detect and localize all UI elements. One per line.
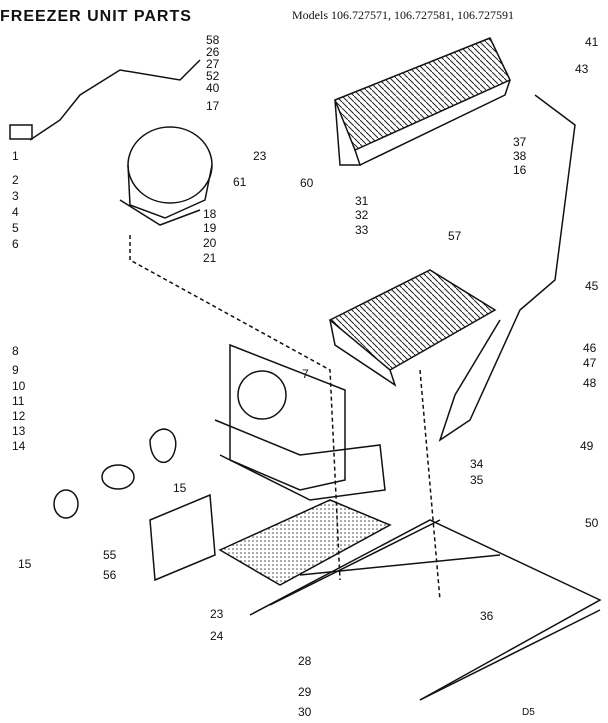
callout-1: 1 xyxy=(12,149,19,163)
compressor xyxy=(119,126,213,226)
callout-23: 23 xyxy=(253,149,267,163)
callout-17: 17 xyxy=(206,99,220,113)
diagram-code: D5 xyxy=(522,707,535,718)
callout-55: 55 xyxy=(103,548,117,562)
callout-60: 60 xyxy=(300,176,314,190)
callout-14: 14 xyxy=(12,439,26,453)
callout-9: 9 xyxy=(12,363,19,377)
callout-46: 46 xyxy=(583,341,597,355)
callout-61: 61 xyxy=(233,175,247,189)
callout-31: 31 xyxy=(355,194,369,208)
callout-33: 33 xyxy=(355,223,369,237)
callout-26: 26 xyxy=(206,45,220,59)
callout-47: 47 xyxy=(583,356,597,370)
callout-57: 57 xyxy=(448,229,462,243)
cord-plug xyxy=(9,124,33,140)
callout-4: 4 xyxy=(12,205,19,219)
callout-15: 15 xyxy=(18,557,32,571)
callout-43: 43 xyxy=(575,62,589,76)
callout-23: 23 xyxy=(210,607,224,621)
callout-3: 3 xyxy=(12,189,19,203)
drain-pan xyxy=(218,499,392,586)
callout-20: 20 xyxy=(203,236,217,250)
callout-52: 52 xyxy=(206,69,220,83)
callout-58: 58 xyxy=(206,33,220,47)
model-numbers: Models 106.727571, 106.727581, 106.72759… xyxy=(292,8,514,22)
callout-56: 56 xyxy=(103,568,117,582)
callout-12: 12 xyxy=(12,409,26,423)
callout-49: 49 xyxy=(580,439,594,453)
callout-7: 7 xyxy=(302,367,309,381)
callout-18: 18 xyxy=(203,207,217,221)
leader-6 xyxy=(129,235,341,581)
capillary-tube xyxy=(438,94,576,442)
condenser-coil xyxy=(334,37,512,166)
fan-motor xyxy=(53,428,177,519)
callout-5: 5 xyxy=(12,221,19,235)
callout-37: 37 xyxy=(513,135,527,149)
callout-48: 48 xyxy=(583,376,597,390)
callout-32: 32 xyxy=(355,208,369,222)
callout-8: 8 xyxy=(12,344,19,358)
callout-27: 27 xyxy=(206,57,220,71)
callout-21: 21 xyxy=(203,251,217,265)
callout-34: 34 xyxy=(470,457,484,471)
callout-6: 6 xyxy=(12,237,19,251)
callout-38: 38 xyxy=(513,149,527,163)
callout-45: 45 xyxy=(585,279,599,293)
callout-50: 50 xyxy=(585,516,599,530)
callout-15: 15 xyxy=(173,481,187,495)
evaporator-coil xyxy=(328,269,497,387)
callout-2: 2 xyxy=(12,173,19,187)
callout-16: 16 xyxy=(513,163,527,177)
access-panel xyxy=(149,493,216,582)
callout-24: 24 xyxy=(210,629,224,643)
callout-30: 30 xyxy=(298,705,312,719)
callout-28: 28 xyxy=(298,654,312,668)
callout-11: 11 xyxy=(12,394,25,408)
callout-29: 29 xyxy=(298,685,312,699)
callout-19: 19 xyxy=(203,221,217,235)
callout-41: 41 xyxy=(585,35,599,49)
power-cord xyxy=(29,59,201,141)
diagram-title: FREEZER UNIT PARTS xyxy=(0,8,192,25)
leader-36 xyxy=(419,369,441,601)
callout-13: 13 xyxy=(12,424,26,438)
fan-shroud xyxy=(214,343,386,501)
callout-10: 10 xyxy=(12,379,26,393)
callout-36: 36 xyxy=(480,609,494,623)
callout-35: 35 xyxy=(470,473,484,487)
callout-40: 40 xyxy=(206,81,220,95)
